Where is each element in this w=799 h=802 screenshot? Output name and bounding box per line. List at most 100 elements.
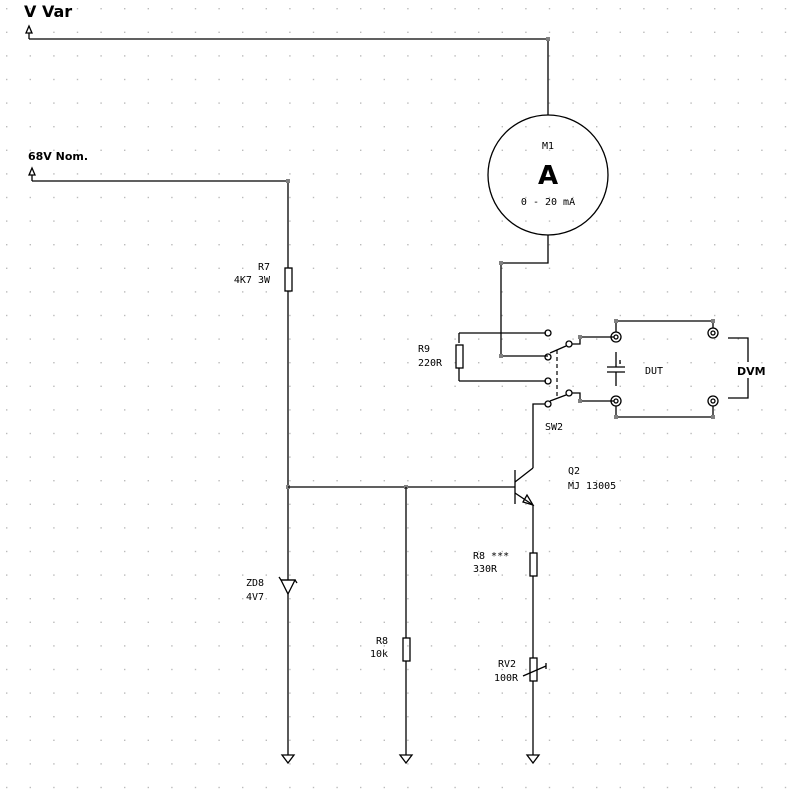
grid-dot <box>407 668 409 671</box>
grid-dot <box>690 763 692 765</box>
grid-dot <box>525 456 527 458</box>
grid-dot <box>218 503 220 505</box>
grid-dot <box>29 55 31 57</box>
r8b-ref: R8 <box>376 636 388 647</box>
grid-dot <box>501 267 503 269</box>
grid-dot <box>360 692 362 694</box>
grid-dot <box>737 8 739 10</box>
meter-ref: M1 <box>542 141 554 152</box>
grid-dot <box>265 385 267 387</box>
grid-dot <box>336 739 338 741</box>
r7-value: 4K7 3W <box>234 275 271 286</box>
grid-dot <box>312 574 315 576</box>
grid-dot <box>478 8 480 10</box>
grid-dot <box>76 763 79 765</box>
grid-dot <box>501 31 503 33</box>
grid-dot <box>761 8 763 10</box>
grid-dot <box>761 692 763 694</box>
grid-dot <box>336 244 338 246</box>
grid-dot <box>572 456 574 458</box>
grid-dot <box>430 716 433 718</box>
grid-dot <box>265 173 267 175</box>
grid-dot <box>289 550 291 553</box>
grid-dot <box>501 291 503 293</box>
grid-dot <box>690 598 692 600</box>
grid-dot <box>289 692 291 694</box>
grid-dot <box>454 550 456 553</box>
grid-dot <box>690 621 692 623</box>
grid-dot <box>29 668 31 671</box>
grid-dot <box>666 126 669 128</box>
r9-ref: R9 <box>418 344 430 355</box>
grid-dot <box>596 716 598 718</box>
grid-dot <box>525 362 527 364</box>
grid-dot <box>643 480 645 482</box>
grid-dot <box>242 598 244 600</box>
grid-dot <box>430 763 433 765</box>
grid-dot <box>336 8 338 10</box>
grid-dot <box>572 78 574 81</box>
grid-dot <box>29 739 31 741</box>
grid-dot <box>430 598 433 600</box>
grid-dot <box>548 432 551 435</box>
grid-dot <box>29 763 31 765</box>
grid-dot <box>76 716 79 718</box>
grid-dot <box>430 527 433 529</box>
grid-dot <box>360 55 362 57</box>
grid-dot <box>147 527 149 529</box>
grid-dot <box>666 8 669 10</box>
grid-dot <box>737 78 739 81</box>
grid-dot <box>360 362 362 364</box>
grid-dot <box>194 55 197 57</box>
switch-sw2[interactable] <box>532 329 614 416</box>
grid-dot <box>737 267 739 269</box>
zd8-ref: ZD8 <box>246 578 264 589</box>
resistor-r9 <box>455 344 464 369</box>
grid-dot <box>289 244 291 246</box>
grid-dot <box>53 149 55 151</box>
grid-dot <box>784 314 787 317</box>
grid-dot <box>218 621 220 623</box>
grid-dot <box>407 8 409 10</box>
grid-dot <box>289 385 291 387</box>
grid-dot <box>194 692 197 694</box>
grid-dot <box>147 173 149 175</box>
v-nom-label: 68V Nom. <box>28 150 88 163</box>
grid-dot <box>572 692 574 694</box>
grid-dot <box>478 244 480 246</box>
grid-dot <box>289 338 291 340</box>
grid-dot <box>525 78 527 81</box>
grid-dot <box>147 432 149 435</box>
grid-dot <box>714 291 716 293</box>
grid-dot <box>737 668 739 671</box>
grid-dot <box>53 692 55 694</box>
grid-dot <box>6 8 8 10</box>
grid-dot <box>76 55 79 57</box>
grid-dot <box>383 196 385 199</box>
grid-dot <box>407 763 409 765</box>
grid-dot <box>360 432 362 435</box>
grid-dot <box>690 692 692 694</box>
grid-dot <box>737 149 739 151</box>
grid-dot <box>194 409 197 411</box>
rv2-ref: RV2 <box>498 659 516 670</box>
grid-dot <box>383 267 385 269</box>
grid-dot <box>100 314 102 317</box>
grid-dot <box>336 220 338 222</box>
grid-dot <box>784 503 787 505</box>
grid-dot <box>76 786 79 789</box>
grid-dot <box>430 173 433 175</box>
grid-dot <box>454 409 456 411</box>
grid-dot <box>29 692 31 694</box>
grid-dot <box>548 527 551 529</box>
grid-dot <box>265 739 267 741</box>
grid-dot <box>360 102 362 104</box>
grid-dot <box>383 692 385 694</box>
grid-dot <box>29 550 31 553</box>
grid-dot <box>312 8 315 10</box>
grid-dot <box>265 574 267 576</box>
v-var-terminal-icon <box>25 24 33 39</box>
grid-dot <box>29 645 31 647</box>
grid-dot <box>525 8 527 10</box>
r8a-ref: R8 *** <box>473 551 509 562</box>
